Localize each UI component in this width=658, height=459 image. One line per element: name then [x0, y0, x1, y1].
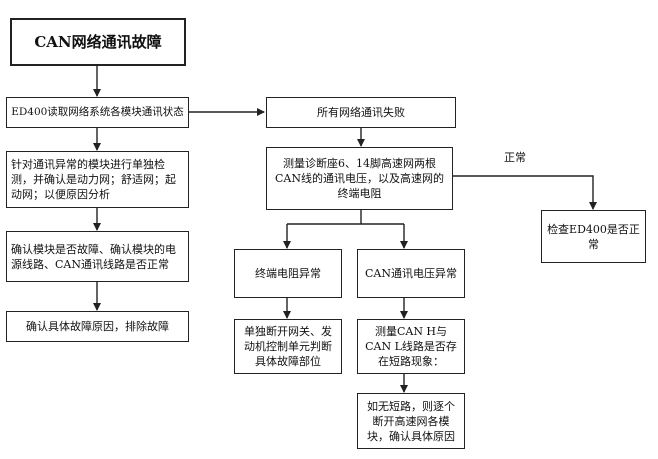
title-box: CAN网络通讯故障 — [10, 18, 186, 66]
single-check-text: 针对通讯异常的模块进行单独检测，并确认是动力网；舒适网；起动网；以便原因分析 — [11, 158, 176, 201]
confirm-module-box: 确认模块是否故障、确认模块的电源线路、CAN通讯线路是否正常 — [6, 231, 189, 282]
measure-text: 测量诊断座6、14脚高速网两根CAN线的通讯电压，以及高速网的终端电阻 — [275, 157, 444, 200]
disconnect-box: 单独断开网关、发动机控制单元判断具体故障部位 — [234, 319, 342, 374]
can-abnormal-box: CAN通讯电压异常 — [357, 249, 465, 298]
no-short-text: 如无短路，则逐个断开高速网各模块，确认具体原因 — [367, 399, 455, 443]
all-fail-text: 所有网络通讯失败 — [317, 106, 405, 119]
no-short-box: 如无短路，则逐个断开高速网各模块，确认具体原因 — [357, 393, 465, 449]
title-text: CAN网络通讯故障 — [34, 32, 162, 51]
all-fail-box: 所有网络通讯失败 — [266, 97, 456, 128]
measure-box: 测量诊断座6、14脚高速网两根CAN线的通讯电压，以及高速网的终端电阻 — [266, 147, 453, 210]
can-abnormal-text: CAN通讯电压异常 — [365, 267, 457, 280]
normal-label: 正常 — [497, 150, 533, 165]
check-ed400-box: 检查ED400是否正常 — [541, 210, 646, 263]
read-status-text: ED400读取网络系统各模块通讯状态 — [11, 106, 184, 118]
disconnect-text: 单独断开网关、发动机控制单元判断具体故障部位 — [244, 325, 332, 368]
confirm-module-text: 确认模块是否故障、确认模块的电源线路、CAN通讯线路是否正常 — [11, 242, 176, 271]
measure-short-box: 测量CAN H与CAN L线路是否存在短路现象： — [357, 319, 465, 374]
measure-short-text: 测量CAN H与CAN L线路是否存在短路现象： — [365, 325, 457, 368]
single-check-box: 针对通讯异常的模块进行单独检测，并确认是动力网；舒适网；起动网；以便原因分析 — [6, 151, 189, 208]
term-abnormal-box: 终端电阻异常 — [234, 249, 342, 298]
arrow-measure-to-ed400 — [453, 175, 597, 210]
confirm-fault-box: 确认具体故障原因，排除故障 — [6, 311, 189, 342]
term-abnormal-text: 终端电阻异常 — [255, 267, 321, 280]
normal-label-text: 正常 — [504, 151, 526, 164]
confirm-fault-text: 确认具体故障原因，排除故障 — [26, 320, 169, 333]
read-status-box: ED400读取网络系统各模块通讯状态 — [6, 97, 189, 128]
check-ed400-text: 检查ED400是否正常 — [547, 222, 640, 251]
